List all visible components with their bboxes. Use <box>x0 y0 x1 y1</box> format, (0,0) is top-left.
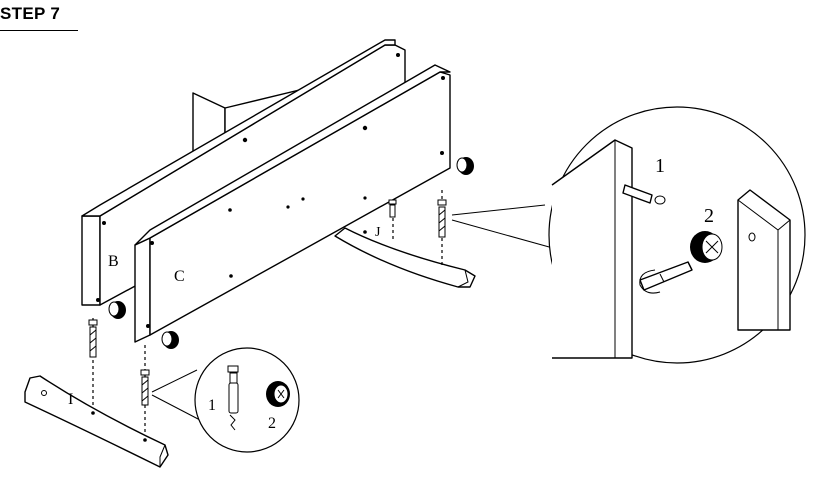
cam-lock-b-bottom <box>108 301 126 319</box>
screwdriver-icon <box>639 261 693 294</box>
step-title-underline <box>0 30 78 31</box>
callout-large-bolt <box>622 184 666 205</box>
bolt-left-b <box>88 318 98 410</box>
foot-i <box>24 375 169 468</box>
label-small-bolt: 1 <box>208 397 216 414</box>
bolt-right-b <box>388 199 397 240</box>
label-panel-b: B <box>108 253 119 270</box>
panel-c <box>134 64 451 343</box>
callout-small <box>151 347 300 453</box>
label-large-cam: 2 <box>704 205 714 227</box>
foot-j <box>334 227 476 288</box>
cam-lock-c-bottom <box>161 331 179 349</box>
label-panel-c: C <box>174 268 185 285</box>
label-large-bolt: 1 <box>655 155 665 177</box>
callout-small-cam <box>266 381 290 407</box>
label-foot-j: J <box>375 225 381 240</box>
bolt-right-c <box>437 190 447 268</box>
callout-large-cam <box>690 231 723 263</box>
callout-large-board-left <box>551 139 633 359</box>
callout-large <box>451 106 806 364</box>
bolt-left-c <box>140 345 150 440</box>
label-foot-i: I <box>68 391 73 408</box>
step-title: STEP 7 <box>0 4 61 23</box>
callout-large-board-right <box>737 189 791 331</box>
label-small-cam: 2 <box>268 415 276 432</box>
callout-small-bolt <box>227 365 239 431</box>
cam-lock-c-right <box>456 157 474 175</box>
